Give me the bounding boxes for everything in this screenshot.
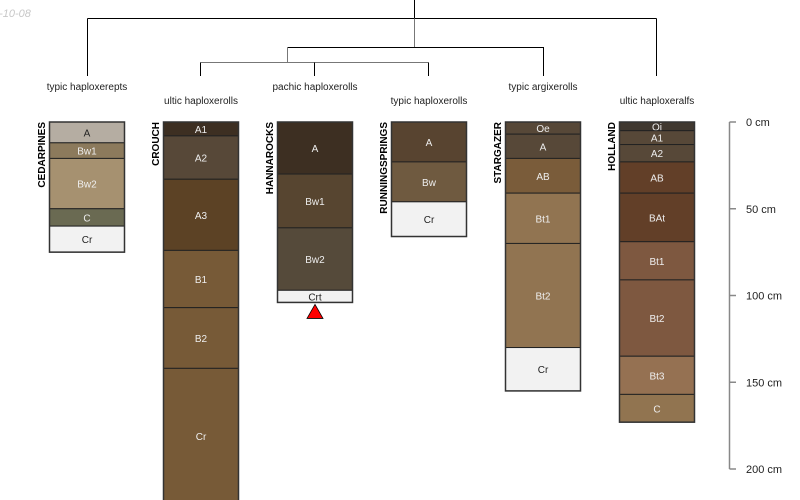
horizon-bt3 xyxy=(619,355,695,395)
profile-outline xyxy=(618,121,696,423)
profile-outline xyxy=(162,121,240,500)
profile-name: RUNNINGSPRINGS xyxy=(379,122,390,214)
horizon-label: A xyxy=(312,144,319,155)
horizon-label: AB xyxy=(650,174,664,185)
horizon-label: Cr xyxy=(424,215,435,226)
profile-outline xyxy=(48,121,126,253)
horizon-label: Bw2 xyxy=(77,180,97,191)
depth-tick-label: 0 cm xyxy=(746,117,770,129)
horizon-label: Bt1 xyxy=(649,257,664,268)
horizon-label: Oe xyxy=(536,124,550,135)
horizon-label: A2 xyxy=(651,149,664,160)
horizon-cr xyxy=(391,201,467,238)
horizon-bt1 xyxy=(505,192,581,244)
depth-axis: 0 cm 50 cm 100 cm 150 cm 200 cm xyxy=(728,117,782,476)
horizon-bw2 xyxy=(277,227,353,291)
horizon-a xyxy=(277,121,353,175)
horizon-label: Crt xyxy=(308,292,322,303)
taxon-label: ultic haploxerolls xyxy=(164,96,238,107)
horizon-a2 xyxy=(163,135,239,180)
horizon-label: A3 xyxy=(195,211,208,222)
depth-tick-label: 50 cm xyxy=(746,204,776,216)
taxon-label: typic haploxerepts xyxy=(47,82,128,93)
horizon-label: A xyxy=(84,128,91,139)
horizon-label: C xyxy=(83,213,90,224)
horizon-label: Cr xyxy=(196,432,207,443)
horizon-label: Oi xyxy=(652,122,662,133)
horizon-label: Bt2 xyxy=(535,292,550,303)
taxon-label: typic haploxerolls xyxy=(391,96,468,107)
profile-name: STARGAZER xyxy=(493,121,504,183)
profile-name: CEDARPINES xyxy=(37,122,48,188)
horizon-a3 xyxy=(163,178,239,251)
depth-tick-label: 200 cm xyxy=(746,464,782,476)
dendrogram-branch xyxy=(287,47,544,76)
horizon-label: BAt xyxy=(649,213,665,224)
horizon-label: A1 xyxy=(195,125,208,136)
dendrogram-branch xyxy=(87,0,657,76)
horizon-label: Bw2 xyxy=(305,255,325,266)
horizon-label: A xyxy=(426,138,433,149)
taxon-label: typic argixerolls xyxy=(509,82,578,93)
profile-outline xyxy=(504,121,582,392)
horizon-label: Bt2 xyxy=(649,314,664,325)
profile-name: CROUCH xyxy=(151,122,162,166)
taxon-label: pachic haploxerolls xyxy=(272,82,357,93)
profile-outline xyxy=(390,121,468,238)
horizon-label: AB xyxy=(536,172,550,183)
taxon-label: ultic haploxeralfs xyxy=(620,96,694,107)
horizon-label: Bt1 xyxy=(535,214,550,225)
depth-tick-label: 150 cm xyxy=(746,377,782,389)
depth-tick-label: 100 cm xyxy=(746,291,782,303)
horizon-label: A1 xyxy=(651,134,664,145)
horizon-label: Bw xyxy=(422,178,437,189)
horizon-label: Bw1 xyxy=(77,147,97,158)
profile-name: HANNAROCKS xyxy=(265,122,276,195)
date-stamp: 5-10-08 xyxy=(0,8,31,20)
horizon-label: Bt3 xyxy=(649,371,664,382)
profile-outline xyxy=(276,121,354,304)
horizon-label: A xyxy=(540,142,547,153)
horizon-bw1 xyxy=(277,173,353,229)
horizon-label: Bw1 xyxy=(305,197,325,208)
lithic-contact-marker xyxy=(306,303,324,319)
horizon-b2 xyxy=(163,307,239,369)
horizon-label: A2 xyxy=(195,154,208,165)
horizon-label: Cr xyxy=(82,235,93,246)
horizon-label: C xyxy=(653,404,660,415)
horizon-label: B2 xyxy=(195,334,208,345)
dendrogram-branch xyxy=(200,62,429,76)
profile-name: HOLLAND xyxy=(607,122,618,171)
dendrogram xyxy=(87,0,657,76)
horizon-label: Cr xyxy=(538,365,549,376)
horizon-label: B1 xyxy=(195,275,208,286)
